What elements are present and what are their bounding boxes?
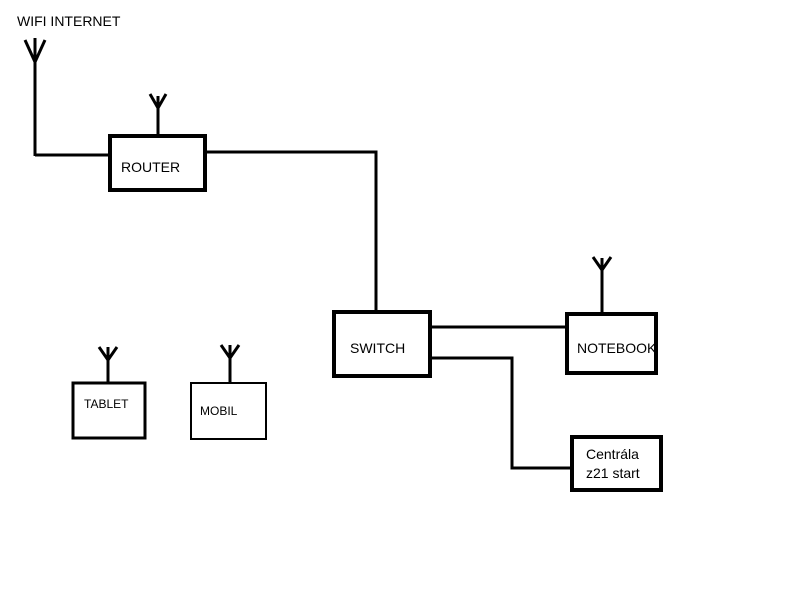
mobil-box	[190, 382, 267, 440]
central-box	[570, 435, 663, 492]
switch-box	[332, 310, 432, 378]
mobil-label: MOBIL	[200, 404, 238, 418]
router-box	[108, 134, 207, 192]
central-label: Centrála z21 start	[586, 445, 656, 483]
mobil-antenna-icon	[219, 344, 241, 383]
router-switch-connection	[205, 150, 378, 312]
notebook-box	[565, 312, 658, 375]
diagram-title: WIFI INTERNET	[17, 13, 121, 29]
tablet-label: TABLET	[84, 397, 129, 411]
central-label-line2: z21 start	[586, 465, 640, 481]
router-label: ROUTER	[121, 159, 181, 175]
tablet-box	[71, 381, 147, 440]
internet-antenna-icon	[23, 38, 47, 156]
switch-central-connection	[431, 356, 572, 470]
central-label-line1: Centrála	[586, 446, 639, 462]
router-antenna-icon	[148, 93, 168, 136]
tablet-antenna-icon	[97, 346, 119, 383]
switch-label: SWITCH	[350, 340, 406, 356]
notebook-antenna-icon	[591, 256, 613, 314]
notebook-label: NOTEBOOK	[577, 340, 657, 356]
